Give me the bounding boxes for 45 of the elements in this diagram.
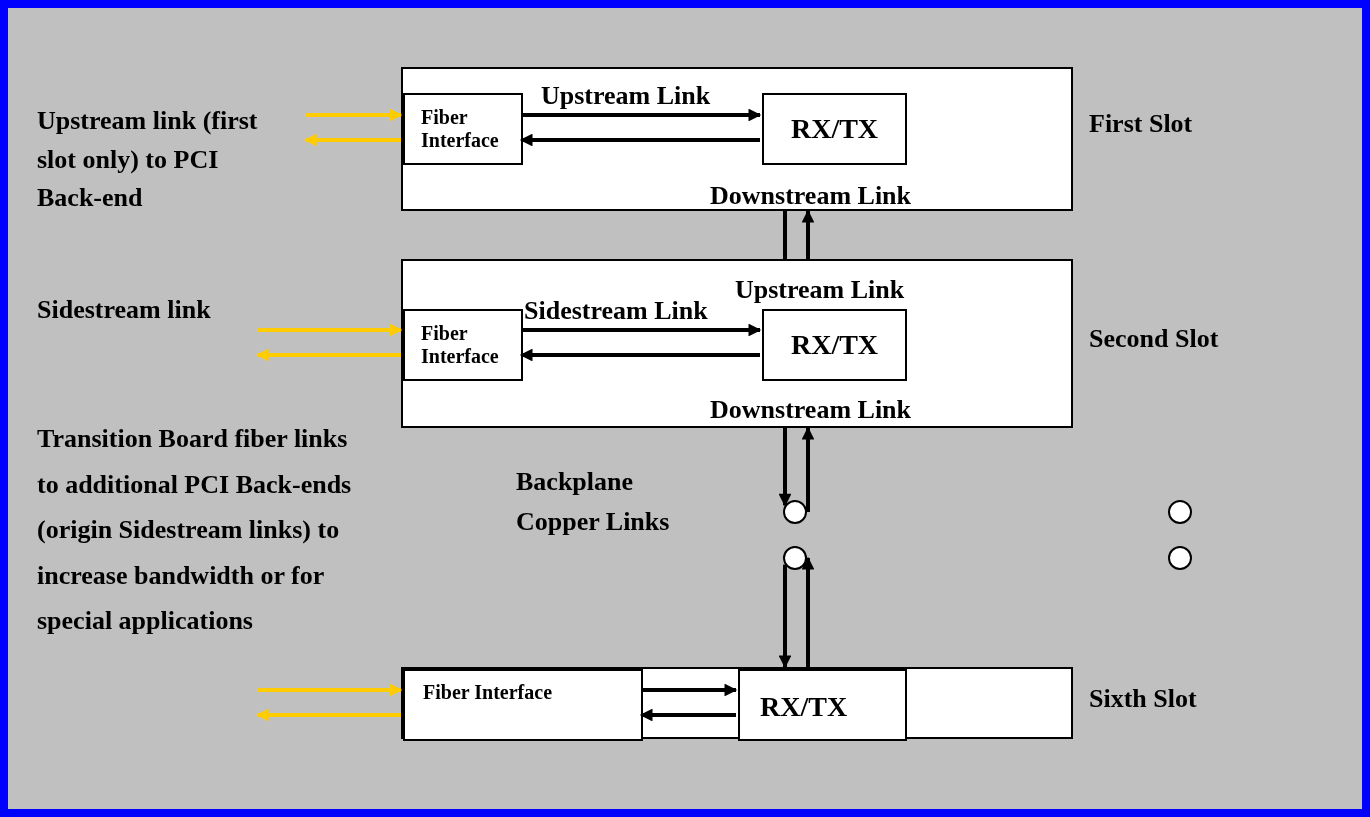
arrow [255,348,401,362]
interface-box [403,669,643,741]
connector-circle [783,500,807,524]
slot-label: First Slot [1089,109,1193,139]
arrow [641,683,738,697]
arrow [519,348,760,362]
note-text: Transition Board fiber links to additional PCI Back-ends (origin Sidestream links) to increase bandwidth or for special applications [37,423,353,637]
note-text: Upstream link (first slot only) to PCI Back-end [37,105,259,214]
transceiver-box [762,309,907,381]
arrow [801,209,815,259]
interface-box [403,93,523,165]
arrow [778,564,792,669]
box-text: RX/TX [760,690,848,724]
arrow [255,708,401,722]
box-text: RX/TX [790,112,879,146]
arrow [801,426,815,512]
connector-circle [783,546,807,570]
arrow [521,108,762,122]
arrow [778,428,792,507]
arrow [639,708,736,722]
note-text: Backplane Copper Links [516,466,671,538]
transceiver-box [738,669,907,741]
box-text: Downstream Link [710,181,912,211]
note-text: Sidestream link [37,295,212,325]
box-text: RX/TX [790,328,879,362]
transceiver-box [762,93,907,165]
slot-label: Sixth Slot [1089,684,1197,714]
arrow [521,323,762,337]
arrow [257,683,403,697]
interface-box [403,309,523,381]
box-text: Upstream Link [735,275,905,305]
edge-label: Upstream Link [541,81,711,111]
box-text: Fiber Interface [421,322,500,368]
edge-label: Sidestream Link [524,296,708,326]
connector-circle [1168,500,1192,524]
arrow [303,133,401,147]
box-text: Fiber Interface [423,681,553,704]
connector-circle [1168,546,1192,570]
box-text: Downstream Link [710,395,912,425]
slot-label: Second Slot [1089,324,1219,354]
arrow [257,323,403,337]
box-text: Fiber Interface [421,106,500,152]
arrow [305,108,403,122]
arrow [519,133,760,147]
arrow [801,556,815,667]
